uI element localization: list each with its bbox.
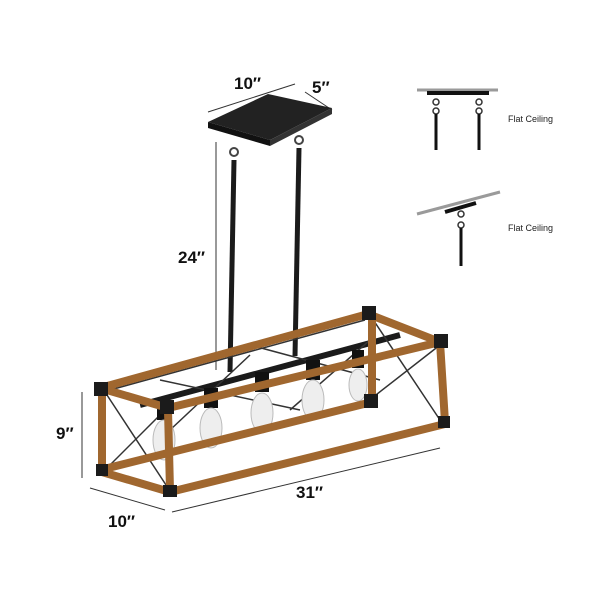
canopy xyxy=(208,94,332,140)
canopy-length-label: 10″ xyxy=(234,74,262,93)
rod-height-label: 24″ xyxy=(178,248,206,267)
mount-label-1: Flat Ceiling xyxy=(508,114,554,124)
fixture-height-label: 9″ xyxy=(56,424,74,443)
suspension-rods xyxy=(227,147,302,373)
fixture-width-label: 10″ xyxy=(108,512,136,531)
wood-frame xyxy=(95,308,450,497)
mount-diagram-flat-1 xyxy=(417,88,498,150)
mount-diagram-flat-2 xyxy=(416,190,501,266)
dimension-lines xyxy=(81,83,441,513)
mount-label-2: Flat Ceiling xyxy=(508,223,554,233)
corner-brackets xyxy=(94,306,450,497)
canopy-width-label: 5″ xyxy=(312,78,330,97)
fixture-length-label: 31″ xyxy=(296,483,324,502)
